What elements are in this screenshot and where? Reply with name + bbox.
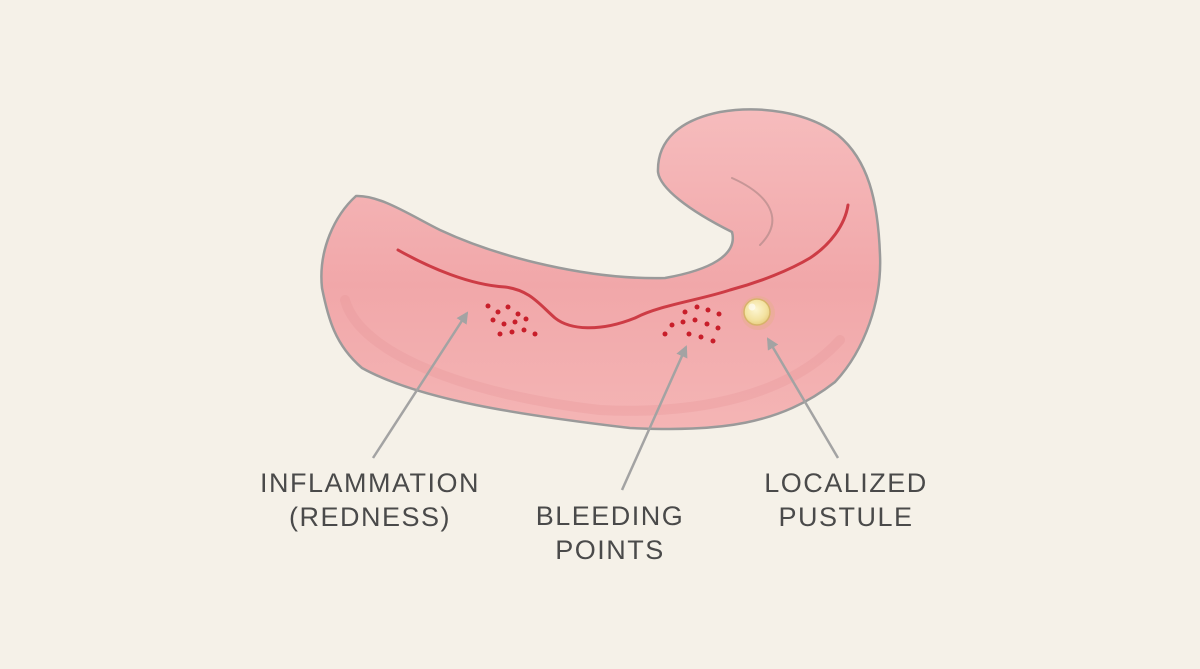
arrow-bleeding [620, 345, 688, 491]
inflammation-line [396, 203, 850, 330]
pustule [741, 296, 775, 330]
label-bleeding-line2: POINTS [555, 535, 665, 565]
label-bleeding-points: BLEEDING POINTS [500, 499, 720, 567]
arrow-inflammation [371, 311, 469, 459]
bleeding-dots-center [662, 304, 722, 344]
gum-body [320, 108, 882, 431]
inner-ridge [731, 177, 774, 246]
label-pustule-line2: PUSTULE [778, 502, 914, 532]
label-inflammation: INFLAMMATION (REDNESS) [240, 466, 500, 534]
label-inflammation-line2: (REDNESS) [288, 502, 451, 532]
label-bleeding-line1: BLEEDING [535, 501, 685, 531]
arrow-pustule [766, 337, 840, 459]
lower-shade [340, 295, 845, 416]
bleeding-dots-left [485, 303, 538, 337]
label-pustule-line1: LOCALIZED [764, 468, 928, 498]
label-localized-pustule: LOCALIZED PUSTULE [736, 466, 956, 534]
label-inflammation-line1: INFLAMMATION [260, 468, 480, 498]
